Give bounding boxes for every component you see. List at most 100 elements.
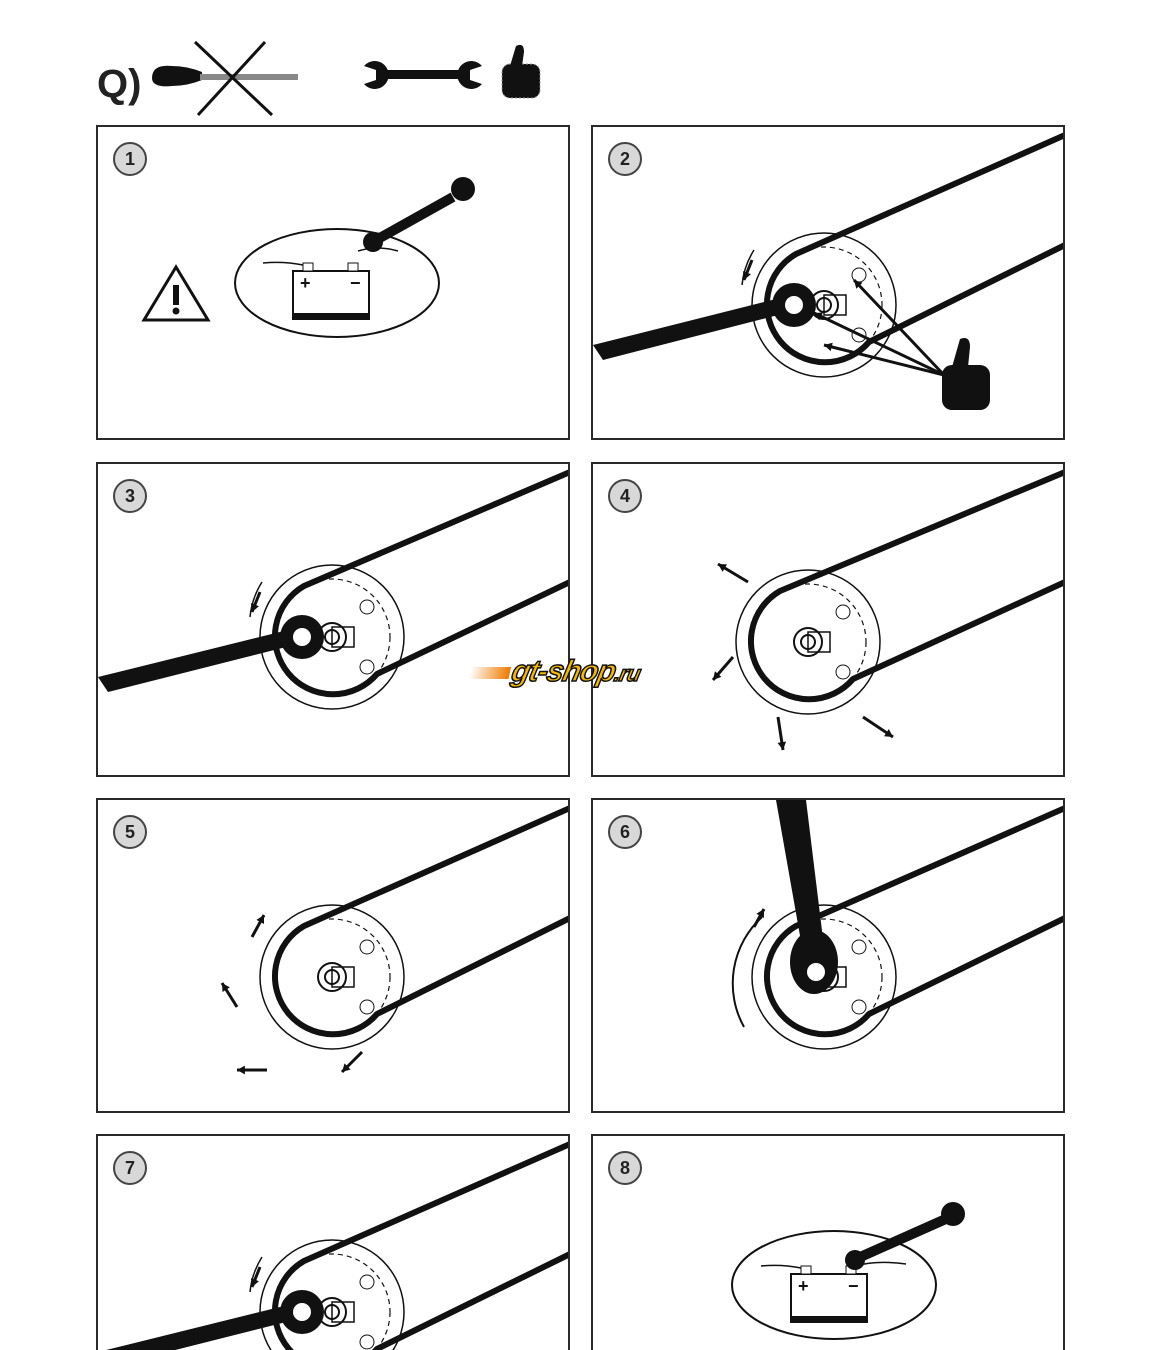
wrench-ring-hole [785, 296, 803, 314]
drive-belt [272, 1141, 568, 1350]
drive-belt [748, 469, 1063, 703]
step-6-panel: 6 [591, 798, 1065, 1113]
rotation-arc [731, 916, 763, 1028]
wrench-icon [845, 1196, 967, 1270]
thumbs-up-icon [942, 365, 990, 410]
arrow-icon [852, 278, 946, 377]
battery-minus-label: − [848, 1276, 859, 1296]
step-7-panel: 7 [96, 1134, 570, 1350]
bolt-hole [359, 1274, 375, 1290]
bolt-hole [359, 999, 375, 1015]
bolt-hole [359, 1334, 375, 1350]
tensioner-bracket [807, 631, 831, 653]
wrench-icon [106, 1304, 294, 1350]
arrow-head-icon [814, 312, 823, 321]
bolt-hole [359, 599, 375, 615]
step-number: 1 [113, 142, 147, 176]
battery-icon [262, 247, 399, 320]
wrench-icon [363, 171, 476, 252]
disconnect-battery-diagram [141, 171, 476, 338]
install-belt-diagram [220, 805, 568, 1075]
step-3-panel: 3 [96, 462, 570, 777]
drive-belt [272, 805, 568, 1038]
tighten-bolts-diagram [106, 1141, 568, 1350]
battery-icon [760, 1261, 907, 1323]
arrow-head-icon [250, 1278, 259, 1287]
bolt-hole [359, 939, 375, 955]
step-number: 5 [113, 815, 147, 849]
wrench-icon [776, 800, 824, 947]
arrow-head-icon [256, 915, 265, 924]
arrow-head-icon [342, 1063, 351, 1072]
step-number: 8 [608, 1151, 642, 1185]
wrench-ring [790, 930, 838, 994]
drive-belt [764, 805, 1063, 1038]
drive-belt [272, 469, 568, 698]
step-number: 2 [608, 142, 642, 176]
screwdriver-crossed-out-icon [152, 40, 298, 117]
bolt-hole [835, 664, 851, 680]
wrench-icon [593, 297, 786, 360]
step-8-panel: + − 8 [591, 1134, 1065, 1350]
step-number: 4 [608, 479, 642, 513]
watermark-logo: gt-shop.ru [466, 654, 643, 689]
wrench-icon [98, 629, 294, 692]
arrow-icon [823, 343, 945, 377]
bolt-hole [851, 939, 867, 955]
rotation-arc [741, 249, 755, 286]
step-2-panel: 2 [591, 125, 1065, 440]
tension-belt-diagram [731, 800, 1063, 1050]
pulley-outer [751, 232, 897, 378]
arrow-head-icon [250, 603, 259, 612]
arrow-head-icon [756, 909, 764, 918]
thumbs-up-thumb [952, 338, 970, 367]
thumbs-up-icon [501, 44, 541, 99]
step-4-panel: 4 [591, 462, 1065, 777]
rotation-arc [249, 1256, 263, 1293]
bolt-hole [835, 604, 851, 620]
bolt-hole [851, 267, 867, 283]
arrow-icon [813, 311, 945, 377]
step-number: 6 [608, 815, 642, 849]
pulley-outer [735, 569, 881, 715]
tensioner-bracket [331, 626, 355, 648]
bolt-hole [851, 327, 867, 343]
pulley-outer [751, 904, 897, 1050]
arrow-head-icon [713, 671, 722, 680]
pulley-outer [259, 904, 405, 1050]
battery-callout [234, 228, 440, 338]
battery-minus-label: − [350, 273, 361, 293]
arrow-head-icon [742, 271, 751, 280]
loosen-bolts-diagram [593, 132, 1063, 410]
wrench-ring-hole [807, 963, 825, 981]
tensioner-bracket [331, 1301, 355, 1323]
arrow-head-icon [237, 1065, 245, 1075]
step-number: 3 [113, 479, 147, 513]
bolt-hole [851, 999, 867, 1015]
section-label: Q) [97, 62, 142, 106]
arrow-head-icon [777, 741, 787, 750]
arrow-head-icon [718, 564, 727, 572]
rotation-arc [249, 581, 263, 618]
warning-icon [141, 264, 211, 322]
drive-belt [764, 132, 1063, 366]
reconnect-battery-diagram [731, 1196, 967, 1340]
wrench-ring-hole [293, 1303, 311, 1321]
step-5-panel: 5 [96, 798, 570, 1113]
wrench-ring-hole [293, 628, 311, 646]
tensioner-bracket [823, 294, 847, 316]
wrench-icon [364, 61, 482, 90]
step-1-panel: + − 1 [96, 125, 570, 440]
arrow-head-icon [222, 983, 230, 992]
arrow-head-icon [824, 342, 833, 352]
tensioner-bracket [331, 966, 355, 988]
battery-plus-label: + [798, 1276, 809, 1296]
battery-plus-label: + [300, 273, 311, 293]
step-number: 7 [113, 1151, 147, 1185]
rotate-tensioner-diagram [98, 469, 568, 710]
remove-belt-diagram [711, 469, 1063, 751]
arrow-head-icon [884, 729, 893, 737]
header-icons [152, 40, 541, 117]
bolt-hole [359, 659, 375, 675]
arrow-head-icon [854, 280, 863, 289]
